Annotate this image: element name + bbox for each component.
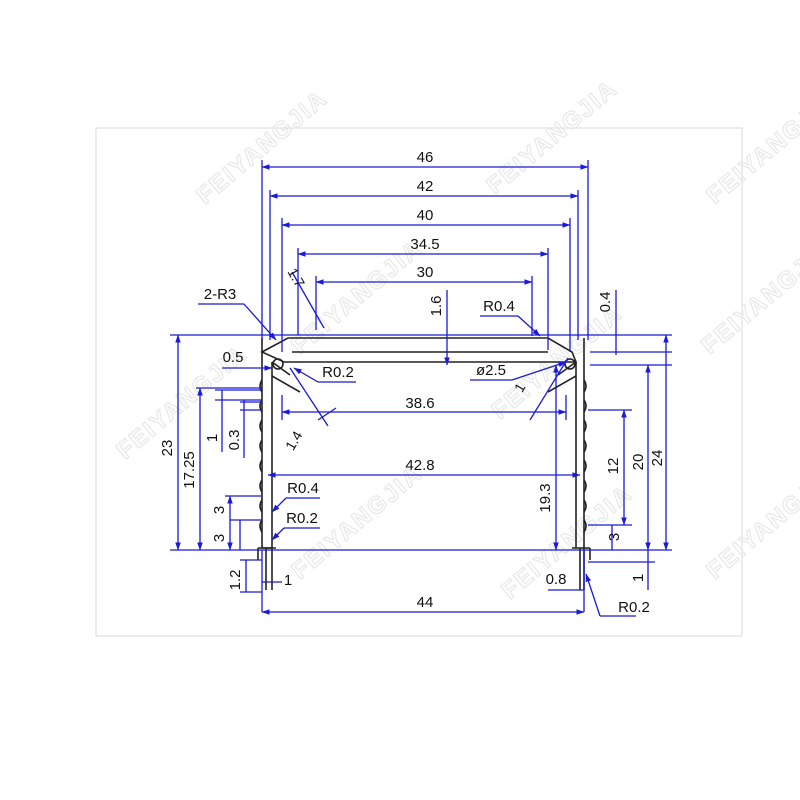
right-fins (583, 379, 587, 533)
dim-r0-2-left-label: R0.2 (286, 510, 318, 527)
leader-1-7 (291, 271, 325, 329)
dim-2-r3-label: 2-R3 (204, 286, 237, 303)
dim-42-8-label: 42.8 (405, 457, 434, 474)
left-screw-boss (272, 358, 284, 370)
drawing-sheet (95, 127, 743, 637)
dim-r0-2-bottom-label: R0.2 (618, 599, 650, 616)
dim-12-label: 12 (605, 458, 622, 475)
dim-46-label: 46 (417, 149, 434, 166)
leader-r0-2-bottom (585, 573, 601, 617)
dim-1-right-label: 1 (630, 574, 647, 582)
dim-1-bottom-label: 1 (284, 572, 292, 589)
dim-23-label: 23 (159, 440, 176, 457)
dim-3-right-label: 3 (606, 533, 623, 541)
dim-1-2-label: 1.2 (227, 570, 244, 591)
dim-0-4-label: 0.4 (597, 292, 614, 313)
dim-r0-4-left-label: R0.4 (287, 480, 319, 497)
dim-38-6-label: 38.6 (405, 395, 434, 412)
left-fins (259, 379, 263, 533)
dim-0-5-label: 0.5 (223, 349, 244, 366)
leader-r0-2-top (293, 367, 319, 383)
dim-3-left-a-label: 3 (211, 506, 228, 514)
dim-19-3-label: 19.3 (537, 483, 554, 512)
dim-17-25-label: 17.25 (181, 451, 198, 489)
leader-r0-2-left (271, 527, 285, 541)
dim-0-8-label: 0.8 (546, 571, 567, 588)
leader-r0-4-top (517, 315, 541, 337)
dim-42-label: 42 (417, 178, 434, 195)
dim-0-3-label: 0.3 (226, 430, 243, 451)
right-wall (575, 338, 585, 548)
dim-r0-4-top-label: R0.4 (483, 298, 515, 315)
leader-phi-2-5 (511, 361, 567, 381)
dim-1-6-label: 1.6 (428, 296, 445, 317)
leader-1-4-tick (317, 407, 337, 421)
extension-lines (261, 160, 589, 612)
dim-30-label: 30 (417, 264, 434, 281)
leader-1-4 (289, 367, 329, 427)
leader-r0-4-left (271, 497, 287, 513)
dim-1-left-label: 1 (204, 434, 221, 442)
dim-r0-2-top-label: R0.2 (322, 364, 354, 381)
dim-20-label: 20 (630, 454, 647, 471)
leader-2-r3 (243, 303, 277, 341)
dim-3-left-b-label: 3 (211, 534, 228, 542)
dim-40-label: 40 (417, 207, 434, 224)
leader-1-right (529, 357, 569, 421)
dim-44-label: 44 (417, 594, 434, 611)
dim-24-label: 24 (649, 450, 666, 467)
dim-phi-2-5-label: ø2.5 (476, 362, 506, 379)
dim-34-5-label: 34.5 (410, 236, 439, 253)
